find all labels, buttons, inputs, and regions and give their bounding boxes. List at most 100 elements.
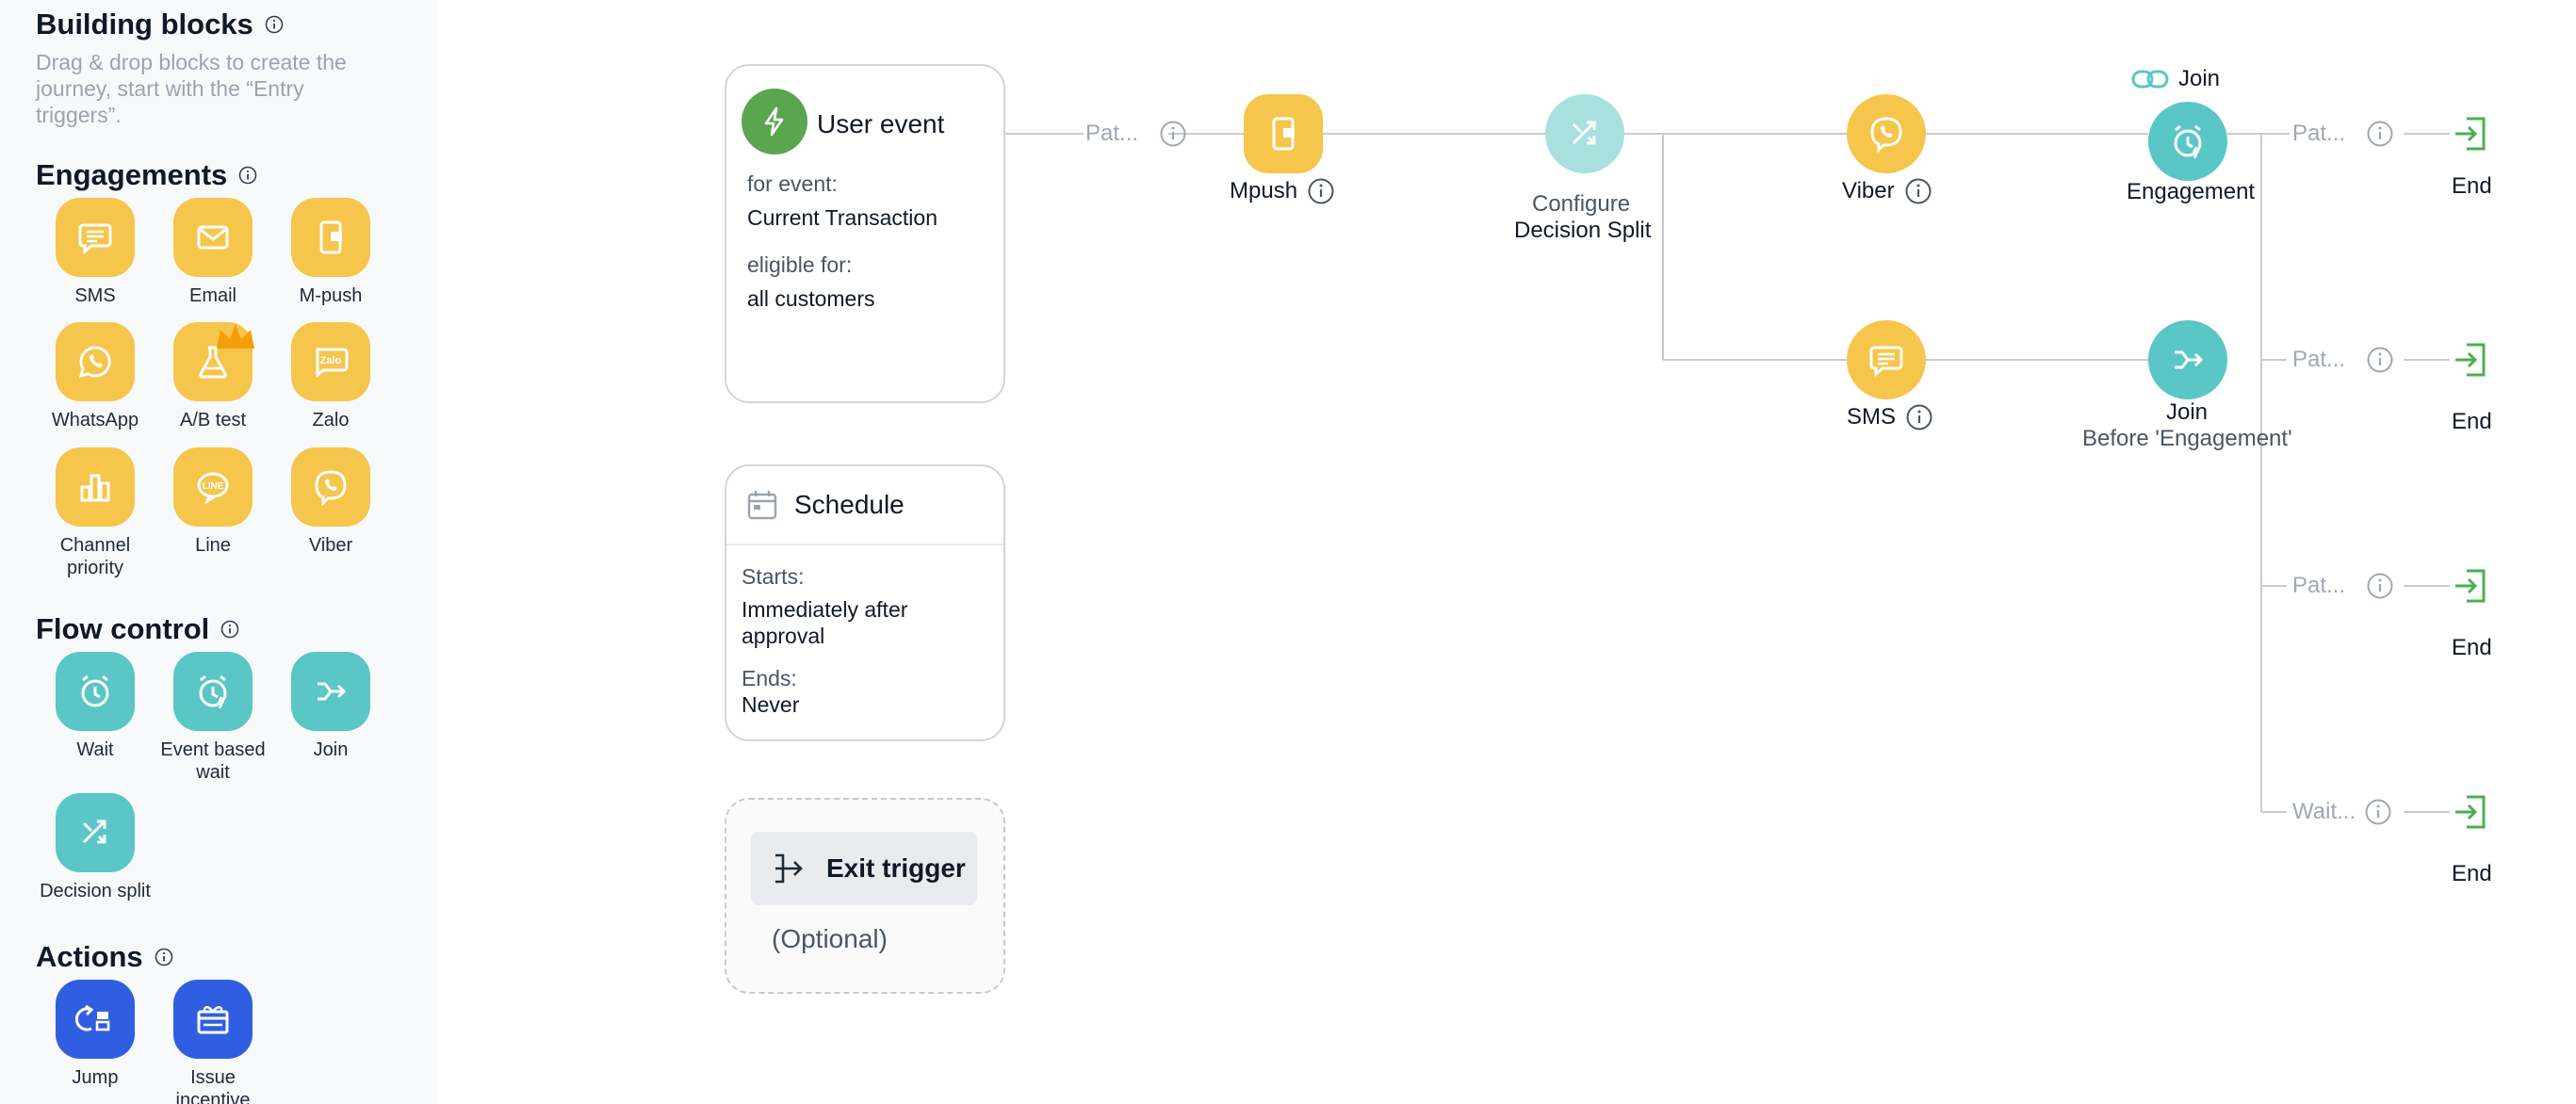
email-icon — [197, 225, 229, 250]
whatsapp-icon — [78, 346, 111, 379]
ends-label: Ends: — [742, 666, 797, 690]
clock-icon — [81, 674, 109, 707]
info-icon[interactable] — [1905, 403, 1933, 431]
block-jump[interactable]: Jump — [36, 980, 155, 1089]
eligible-for-label: eligible for: — [747, 252, 853, 277]
user-event-card[interactable]: User event for event: Current Transactio… — [725, 64, 1005, 403]
end-label: End — [2452, 861, 2492, 886]
info-icon[interactable] — [238, 166, 257, 185]
crown-icon — [217, 324, 254, 349]
join-node[interactable] — [2148, 320, 2227, 399]
info-icon[interactable] — [1307, 177, 1335, 205]
block-whatsapp[interactable]: WhatsApp — [36, 322, 155, 431]
sms-node[interactable] — [1847, 320, 1926, 399]
connector-lines — [1005, 133, 2450, 813]
info-icon[interactable] — [2366, 120, 2394, 148]
engagement-label: Engagement — [2127, 179, 2256, 204]
viber-icon — [315, 470, 347, 507]
viber-node[interactable] — [1847, 94, 1926, 173]
join-icon — [2175, 350, 2204, 369]
info-icon[interactable] — [2366, 572, 2394, 600]
starts-label: Starts: — [742, 564, 805, 589]
sms-label: SMS — [1847, 403, 1933, 431]
block-email[interactable]: Email — [154, 198, 272, 307]
engagements-title: Engagements — [36, 158, 257, 192]
zalo-icon: Zalo — [316, 348, 349, 379]
block-join[interactable]: Join — [271, 652, 390, 761]
engagement-node[interactable] — [2148, 102, 2227, 181]
join-icon — [318, 682, 347, 701]
gift-icon — [197, 1006, 229, 1034]
end-icon[interactable] — [2452, 567, 2489, 605]
starts-value: Immediately after approval — [742, 597, 908, 648]
actions-title: Actions — [36, 940, 173, 974]
block-issue-incentive[interactable]: Issue incentive — [154, 980, 272, 1104]
info-icon[interactable] — [2364, 798, 2392, 826]
info-icon[interactable] — [1904, 177, 1932, 205]
ends-value: Never — [742, 692, 800, 717]
info-icon[interactable] — [220, 620, 239, 639]
schedule-card[interactable]: Schedule Starts: Immediately after appro… — [725, 464, 1005, 741]
block-channel-priority[interactable]: Channel priority — [36, 447, 155, 579]
block-decision-split[interactable]: Decision split — [36, 793, 155, 902]
svg-text:Zalo: Zalo — [320, 355, 342, 366]
mobile-push-icon — [319, 220, 342, 254]
info-icon[interactable] — [2366, 346, 2394, 374]
exit-trigger-card[interactable]: Exit trigger (Optional) — [725, 798, 1005, 994]
end-label: End — [2452, 173, 2492, 199]
end-label: End — [2452, 409, 2492, 434]
block-wait[interactable]: Wait — [36, 652, 155, 761]
join-sub-label: Before 'Engagement' — [2082, 426, 2292, 451]
decision-split-label: Decision Split — [1514, 218, 1652, 243]
path-label[interactable]: Pat... — [2292, 347, 2346, 372]
for-event-label: for event: — [747, 171, 838, 196]
path-label[interactable]: Pat... — [1085, 121, 1139, 146]
decision-split-node[interactable] — [1545, 94, 1624, 173]
join-link[interactable]: Join — [2131, 66, 2220, 92]
lightning-icon — [764, 106, 784, 137]
eligible-for-value: all customers — [747, 286, 875, 311]
event-clock-icon — [2174, 124, 2202, 159]
viber-icon — [1870, 117, 1902, 154]
end-icon[interactable] — [2452, 115, 2489, 153]
calendar-icon — [747, 491, 777, 520]
schedule-title: Schedule — [794, 490, 905, 519]
info-icon[interactable] — [265, 15, 284, 34]
block-ab-test[interactable]: A/B test — [154, 322, 272, 431]
entry-trigger-badge — [742, 89, 807, 154]
link-icon — [2131, 70, 2169, 89]
end-label: End — [2452, 635, 2492, 660]
split-icon — [82, 820, 106, 844]
end-icon[interactable] — [2452, 341, 2489, 379]
exit-icon — [775, 853, 803, 884]
end-icon[interactable] — [2452, 793, 2489, 831]
journey-canvas[interactable]: User event for event: Current Transactio… — [438, 0, 2576, 1104]
building-blocks-title: Building blocks — [36, 8, 284, 41]
block-sms[interactable]: SMS — [36, 198, 155, 307]
info-icon[interactable] — [155, 948, 173, 966]
mobile-push-icon — [1272, 117, 1295, 151]
block-line[interactable]: LINE Line — [154, 447, 272, 557]
block-m-push[interactable]: M-push — [271, 198, 390, 307]
mpush-node[interactable] — [1244, 94, 1323, 173]
user-event-title: User event — [817, 109, 945, 138]
building-blocks-description: Drag & drop blocks to create the journey… — [36, 50, 347, 127]
info-icon[interactable] — [1159, 120, 1187, 148]
sms-icon — [78, 223, 112, 255]
exit-trigger-button[interactable]: Exit trigger — [751, 832, 977, 905]
svg-text:LINE: LINE — [203, 481, 224, 492]
sms-icon — [1869, 346, 1903, 378]
wait-path-label[interactable]: Wait... — [2292, 799, 2356, 824]
join-label: Join — [2166, 399, 2209, 425]
bar-chart-icon — [80, 474, 110, 502]
block-viber[interactable]: Viber — [271, 447, 390, 557]
for-event-value: Current Transaction — [747, 205, 937, 230]
configure-label: Configure — [1532, 191, 1631, 217]
block-zalo[interactable]: Zalo Zalo — [271, 322, 390, 431]
viber-label: Viber — [1842, 177, 1932, 205]
flask-icon — [199, 346, 227, 379]
split-icon — [1572, 121, 1596, 145]
block-event-based-wait[interactable]: Event based wait — [154, 652, 272, 784]
path-label[interactable]: Pat... — [2292, 121, 2346, 146]
path-label[interactable]: Pat... — [2292, 573, 2346, 598]
